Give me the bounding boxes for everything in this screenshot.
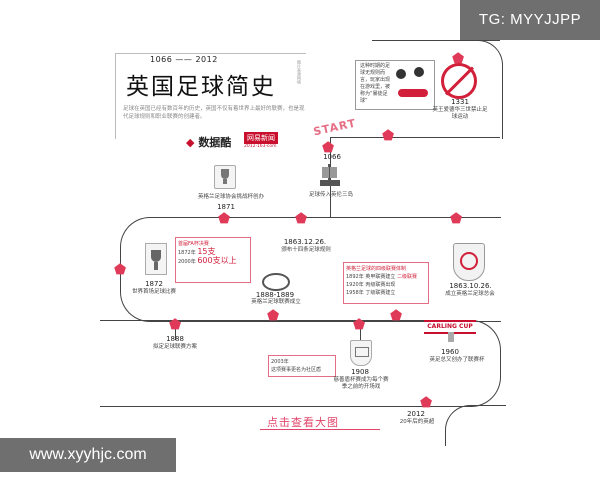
timeline-loop-1 — [120, 217, 501, 322]
marker-1888: ⬟ — [169, 317, 182, 333]
division-year-2: 1920年 — [346, 282, 364, 288]
fa-cup-icon — [214, 165, 236, 189]
marker-1863-10: ⬟ — [450, 211, 463, 227]
attendance-head: 首届FA杯决赛 — [178, 241, 209, 247]
timeline-bottom-arc — [445, 405, 506, 446]
cta-underline — [260, 429, 380, 430]
division-head: 英格兰足球的四级联赛体制 — [346, 266, 407, 272]
year-1888-1889: 1888-1889 — [255, 291, 295, 299]
stadium-icon — [262, 273, 290, 291]
year-2003: 2003年 — [271, 359, 289, 365]
attendance-value-1: 15支 — [197, 247, 216, 256]
text-1888-1889: 英格兰足球联赛成立 — [251, 299, 301, 305]
attendance-row-2: 2000年 600支以上 — [178, 257, 248, 266]
year-1908: 1908 — [351, 368, 369, 376]
note-2003-box: 2003年 这项赛事更名为社区盾 — [268, 355, 336, 377]
marker-early: ⬟ — [382, 128, 395, 144]
text-1066: 足球传入英伦三岛 — [308, 192, 353, 198]
shield-1908-icon — [350, 340, 372, 366]
text-2012: 20年后的英超 — [399, 419, 435, 425]
division-year-1: 1892年 — [346, 274, 364, 280]
year-1863-10: 1863.10.26. — [449, 282, 492, 290]
marker-1960: ⬟ — [420, 395, 433, 411]
timeline-top-line — [330, 137, 500, 138]
marker-1888-1889: ⬟ — [267, 308, 280, 324]
year-1331: 1331 — [451, 98, 469, 106]
marker-1871: ⬟ — [218, 211, 231, 227]
timeline-top-right-arc — [372, 40, 503, 139]
marker-division: ⬟ — [390, 308, 403, 324]
division-a-2: 丙级联赛出现 — [365, 282, 396, 288]
cup-1960-icon — [448, 332, 454, 342]
ship-icon — [318, 162, 342, 188]
logo-netease-sub: 2012·163·com — [244, 144, 277, 149]
division-row-1: 1892年 英甲联赛建立 二级联赛 — [346, 273, 426, 281]
year-1863-12: 1863.12.26. — [283, 238, 327, 246]
page-title: 英国足球简史 — [126, 74, 276, 100]
attendance-row-1: 1872年 15支 — [178, 248, 248, 257]
division-a-3: 丁级联赛建立 — [365, 290, 396, 296]
year-1871: 1871 — [217, 203, 235, 211]
division-row-2: 1920年 丙级联赛出现 — [346, 281, 426, 289]
marker-1908: ⬟ — [353, 317, 366, 333]
header-description: 足球在英国已经有数百年的历史，英国不仅有着世界上最好的联赛，也是现代足球规则和职… — [123, 106, 305, 120]
attendance-box: 首届FA杯决赛 1872年 15支 2000年 600支以上 — [175, 237, 251, 283]
attendance-value-2: 600支以上 — [197, 256, 237, 265]
attendance-label-1: 1872年 — [178, 250, 196, 256]
players-icon — [392, 63, 432, 99]
logo-mark-icon: ◆ — [186, 136, 195, 149]
text-1872: 世界首场足球比赛 — [131, 289, 176, 295]
early-note: 这种时期的足球无规则而言，玩家出现在游戏里，被称为“暴徒足球” — [360, 63, 391, 104]
logo-shujuku: ◆ 数据酷 — [186, 134, 231, 150]
division-year-3: 1958年 — [346, 290, 364, 296]
timeline-v-1908 — [360, 320, 361, 340]
year-1872: 1872 — [145, 280, 163, 288]
division-a-1: 英甲联赛建立 — [365, 274, 396, 280]
start-label: START — [312, 116, 358, 139]
text-1908: 慈善盾杯赛成为每个赛季之前的开场戏 — [333, 377, 389, 390]
text-1960: 英足总又创办了联赛杯 — [429, 357, 485, 363]
no-football-icon — [441, 63, 477, 99]
fa-crest-icon — [453, 243, 485, 281]
year-1066: 1066 — [323, 153, 341, 161]
text-1863-12: 颁布十四条足球规则 — [281, 247, 331, 253]
marker-1066: ⬟ — [322, 140, 335, 156]
logo-netease: 网易新闻 — [244, 132, 278, 144]
watermark-bottom-left: www.xyyhjc.com — [0, 438, 176, 472]
marker-1872: ⬟ — [114, 262, 127, 278]
text-2003: 这项赛事更名为社区盾 — [271, 367, 322, 373]
year-1888: 1888 — [166, 335, 184, 343]
text-1888: 拟定足球联赛方案 — [152, 344, 197, 350]
header-years: 1066 —— 2012 — [150, 55, 218, 64]
attendance-label-2: 2000年 — [178, 259, 196, 265]
title-frame — [115, 53, 306, 139]
trophy-1872-icon — [145, 243, 167, 275]
year-1960: 1960 — [441, 348, 459, 356]
division-row-3: 1958年 丁级联赛建立 — [346, 289, 426, 297]
timeline-loop-2 — [100, 320, 501, 407]
logo-text: 数据酷 — [198, 136, 232, 149]
marker-1863-12: ⬟ — [295, 211, 308, 227]
marker-1331: ⬟ — [452, 51, 465, 67]
timeline-v-1888 — [175, 320, 176, 340]
header-side-text: 图片来源网络 — [297, 60, 302, 84]
text-1863-10: 成立英格兰足球总会 — [445, 291, 495, 297]
division-box: 英格兰足球的四级联赛体制 1892年 英甲联赛建立 二级联赛 1920年 丙级联… — [343, 262, 429, 304]
view-large-image-link[interactable]: 点击查看大图 — [267, 416, 339, 429]
division-b-1: 二级联赛 — [396, 274, 417, 280]
year-2012: 2012 — [407, 410, 425, 418]
early-note-frame — [355, 60, 435, 110]
watermark-top-right: TG: MYYJJPP — [460, 0, 600, 40]
text-1331: 英王爱德华三世禁止足球运动 — [432, 107, 488, 120]
text-1871: 英格兰足球协会挑战杯创办 — [197, 194, 264, 200]
